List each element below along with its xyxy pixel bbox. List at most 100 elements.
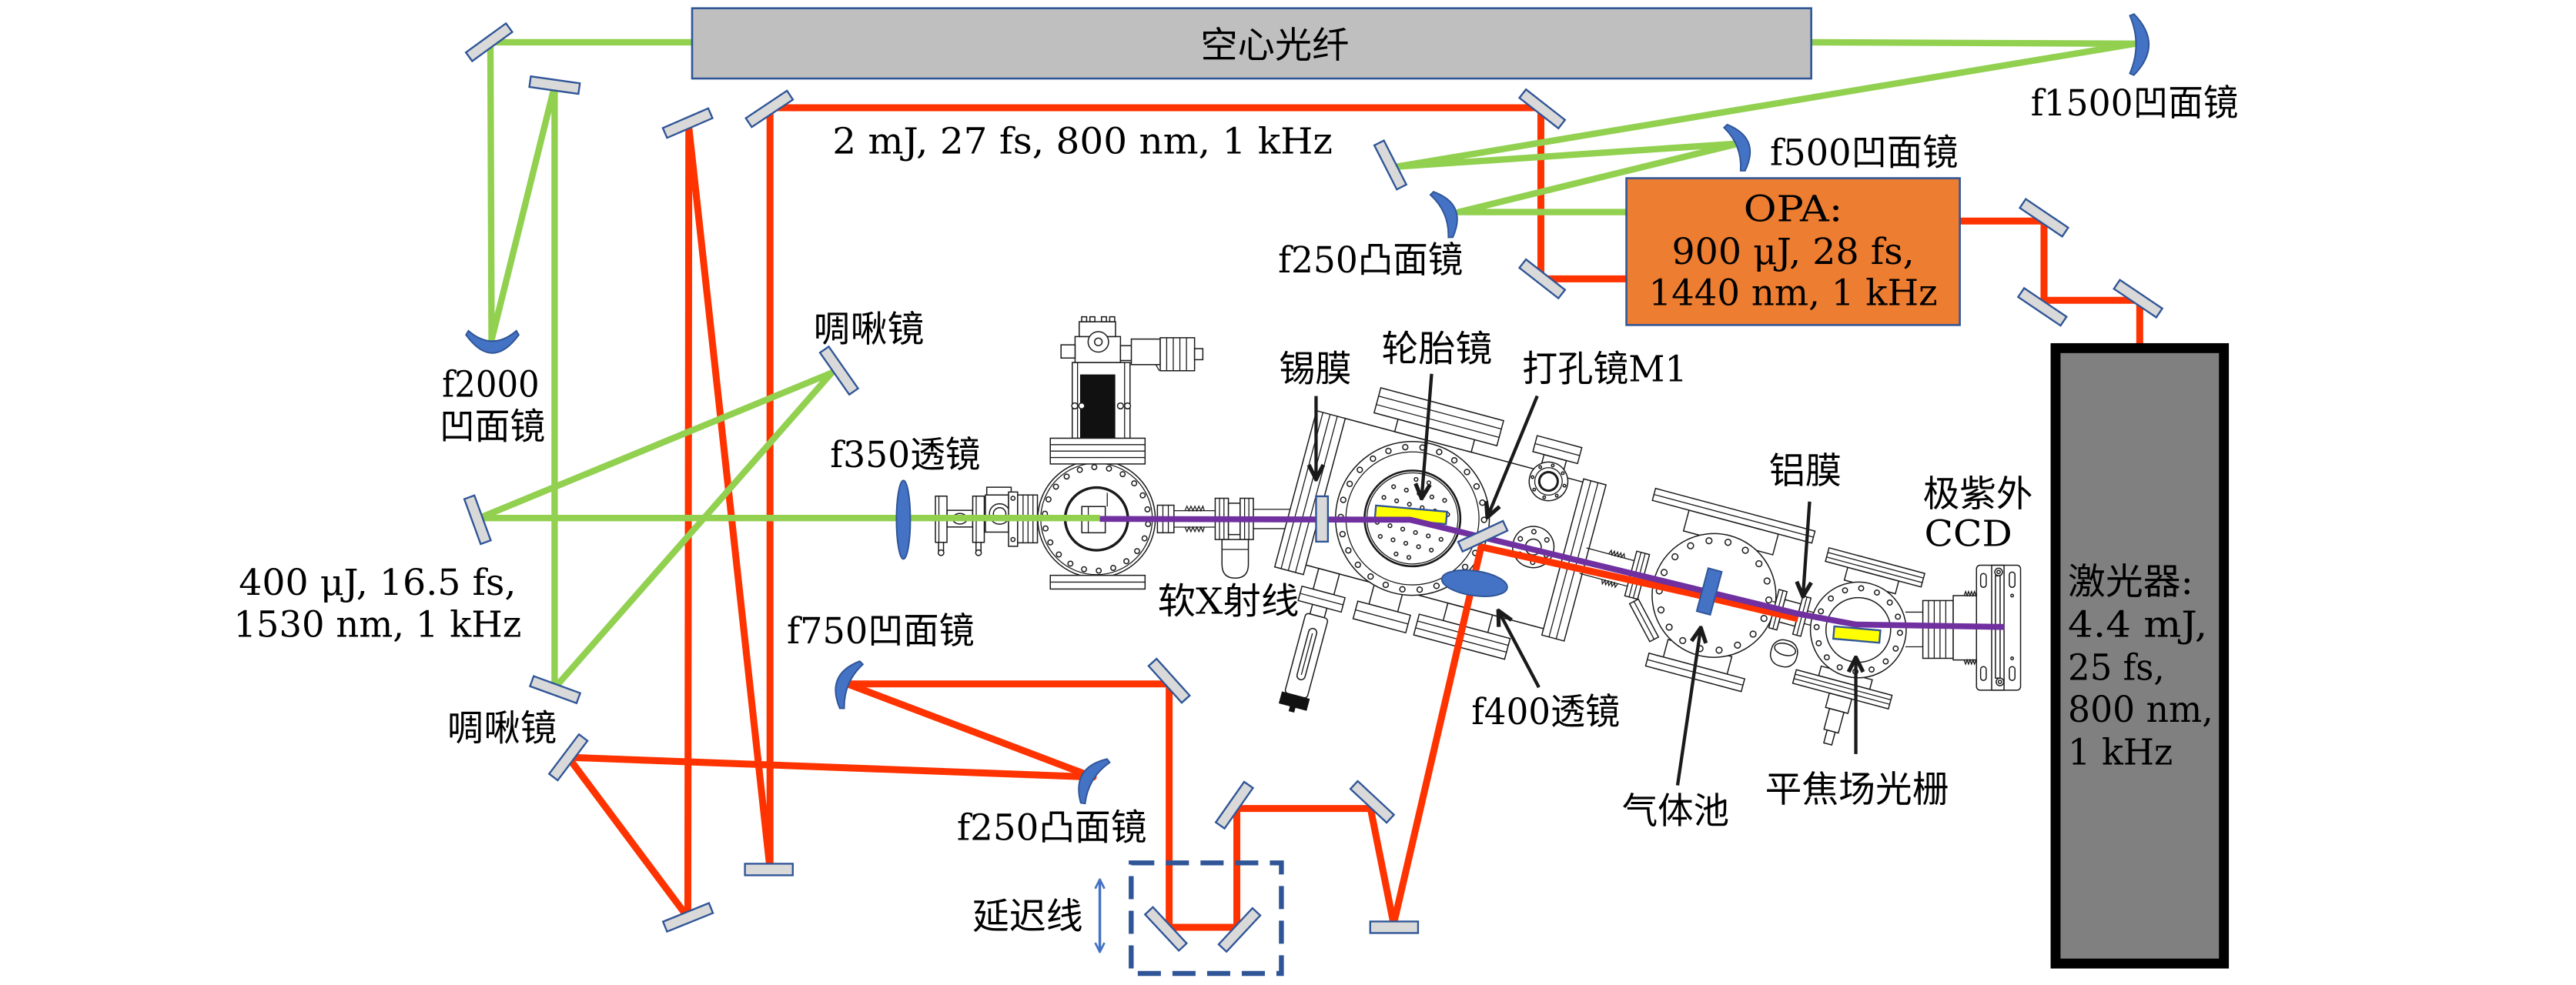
xuv-ccd-camera-part [1996,569,2001,575]
bolt-hole [1067,560,1074,567]
bolt-hole [1357,466,1363,473]
vacuum-system-drawing [935,316,2022,746]
xuv-ccd-camera [1905,564,2022,691]
bolt-hole [1705,537,1713,545]
manipulator-stage-part [1116,402,1124,410]
bolt-hole [1544,536,1550,543]
bolt-hole [1538,465,1543,469]
hhg-chamber [935,316,1295,590]
bolt-hole [1755,559,1763,568]
f250-convex-mirror-bottom-label: f250凸面镜 [957,806,1147,849]
beam-ir-telescope-path [1393,38,2139,215]
xuv-ccd-camera-part [2009,571,2016,589]
bolt-hole [1450,456,1458,464]
fold-mirror-c [661,107,714,139]
beam-ir-compression-path [476,38,1100,692]
fold-mirror-f [661,902,714,933]
delay-line-label: 延迟线 [972,896,1083,938]
f400-lens-label: f400透镜 [1471,691,1620,733]
breadboard-hole [1413,476,1419,482]
breadboard-hole [1377,533,1383,539]
f350-lens [895,479,912,560]
breadboard-hole [1407,502,1412,507]
bolt-hole [1063,473,1070,480]
bolt-hole [1464,469,1470,476]
xuv-ccd-camera-part [1997,679,2002,685]
toroidal-mirror-chamber-part [1355,609,1409,625]
delay-line-stage-outline [1129,860,1284,977]
bolt-hole [1873,589,1880,596]
vacuum-gauge [1278,567,1347,713]
chirped-mirror-top-label: 啁啾镜 [814,309,925,351]
manipulator-stage-part [1109,316,1116,322]
manipulator-stage-part [1081,316,1088,322]
bellows-connector-1-part [1184,505,1205,513]
bolt-hole [1741,546,1749,554]
manipulator-stage-part [1100,316,1107,322]
bolt-hole [1045,496,1052,503]
bolt-hole [1091,464,1098,471]
inlet-tube-assembly-part [975,549,982,556]
bolt-hole [1110,565,1116,571]
laser-param-energy: 4.4 mJ, [2068,604,2207,646]
fold-mirror-o [1214,780,1255,830]
chirped-mirror-bottom [528,675,582,705]
fold-mirror-p [1349,780,1396,824]
bolt-hole [1749,630,1757,638]
bolt-hole [1042,525,1049,532]
f1500-concave-mirror [2129,13,2149,76]
grating-chamber-part [1794,678,1890,705]
filter-actuator-part [1774,643,1797,656]
f2000-concave-mirror-label-line-1: f2000 [442,364,539,406]
delay-line-mirror-right [1217,907,1262,953]
laser: 激光器: 4.4 mJ, 25 fs, 800 nm, 1 kHz [2050,342,2230,969]
fold-mirror-b [528,75,581,95]
f2000-concave-mirror-label-line-2: 凹面镜 [440,406,545,448]
bolt-hole [1532,487,1537,492]
hhg-chamber-bottom-flange [1049,574,1146,590]
soft-xray-label: 软X射线 [1158,581,1300,623]
tin-filter [1315,495,1330,543]
bolt-hole [1416,586,1423,593]
compressed-beam-parameters-line-1: 400 μJ, 16.5 fs, [239,562,516,604]
bolt-hole [1896,629,1903,636]
bolt-hole [1367,573,1374,580]
delay-line-mirror-left [1143,906,1189,953]
bolt-hole [1657,606,1665,614]
xuv-ccd-camera-part [1922,599,1954,659]
fold-mirror-j [1517,258,1567,300]
breadboard-hole [1426,533,1431,539]
bellows-connector-2-part [1608,549,1625,559]
fold-mirror-k [2018,198,2070,239]
bolt-hole [1715,646,1723,654]
vacuum-gauge-part [1288,705,1296,713]
manipulator-stage-part [1193,348,1204,361]
bolt-hole [1665,623,1673,631]
grating-chamber-part [1828,552,1924,579]
bolt-hole [1047,539,1054,546]
breadboard-hole [1391,484,1397,489]
bolt-hole [1823,654,1830,661]
pointer-arrows [1316,373,1855,786]
inlet-tube-assembly-part [937,549,945,556]
opa-params-line-2: 1440 nm, 1 kHz [1648,272,1937,315]
manipulator-stage-part [1130,338,1161,366]
inlet-tube-assembly-part [1010,536,1016,543]
toroidal-mirror-chamber-part [1378,396,1502,430]
fold-mirror-l [2016,286,2068,327]
grating-chamber [1791,546,1925,746]
breadboard-hole [1390,537,1396,543]
side-port-flange [1628,598,1660,643]
viewport-top [1528,461,1569,502]
bolt-hole [1382,581,1390,589]
xuv-ccd-label-line-2: CCD [1925,513,2012,556]
f400-lens [1440,569,1508,597]
bolt-hole [1886,599,1893,606]
bolt-hole [1433,583,1440,589]
manipulator-stage [1060,316,1204,439]
fold-mirror-h [1373,139,1408,191]
f250-convex-mirror-top [1429,191,1458,239]
inlet-tube-assembly-part [985,486,1012,496]
bolt-hole [1765,596,1773,604]
bolt-hole [1815,639,1822,646]
